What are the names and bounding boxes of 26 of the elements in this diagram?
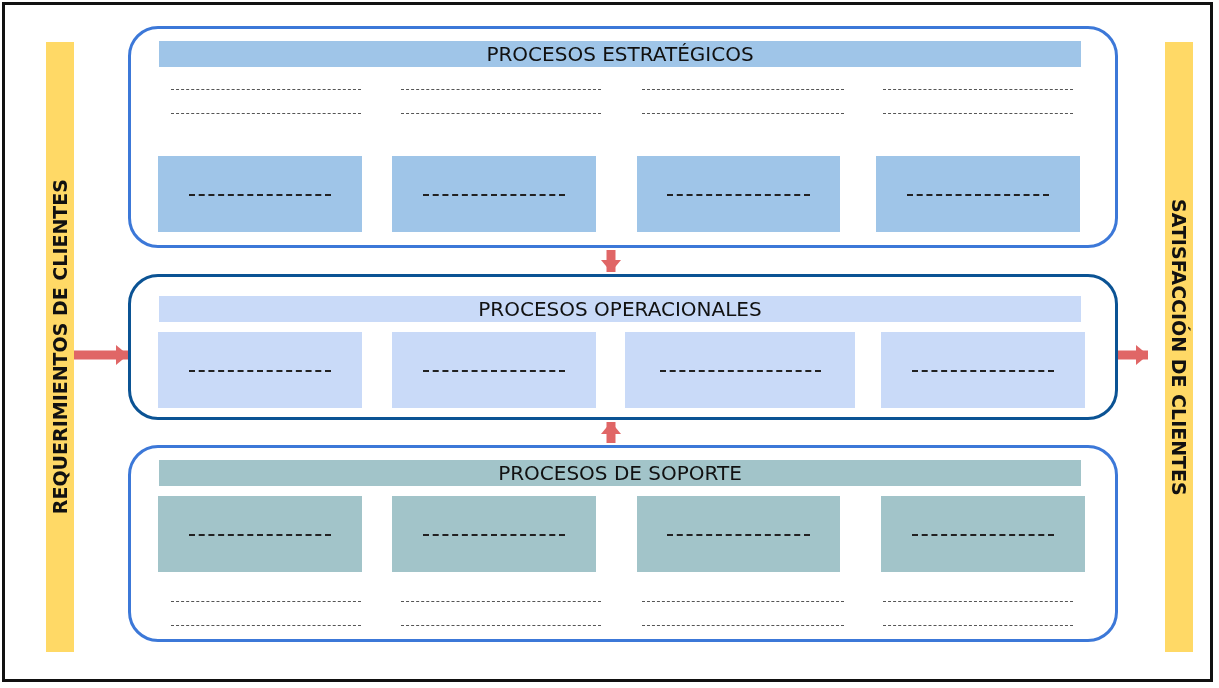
process-box [392, 496, 596, 572]
group-heading: PROCESOS ESTRATÉGICOS [159, 41, 1081, 67]
group-heading: PROCESOS DE SOPORTE [159, 460, 1081, 486]
bar-label: REQUERIMIENTOS DE CLIENTES [49, 179, 71, 515]
bar-label: SATISFACCIÓN DE CLIENTES [1168, 198, 1190, 496]
process-box [158, 332, 362, 408]
process-box [637, 496, 840, 572]
process-box [392, 332, 596, 408]
process-box [158, 496, 362, 572]
block-arrow [601, 250, 621, 272]
process-box [637, 156, 840, 232]
process-box [881, 332, 1085, 408]
vertical-label-bar [46, 42, 74, 652]
process-box [158, 156, 362, 232]
block-arrow [601, 422, 621, 443]
group-heading: PROCESOS OPERACIONALES [159, 296, 1081, 322]
block-arrow [74, 345, 128, 365]
process-group-panel [128, 274, 1118, 420]
vertical-label-bar [1165, 42, 1193, 652]
process-box [876, 156, 1080, 232]
block-arrow [1118, 345, 1148, 365]
process-box [625, 332, 855, 408]
process-box [392, 156, 596, 232]
process-box [881, 496, 1085, 572]
process-group-panel [128, 26, 1118, 248]
process-group-panel [128, 445, 1118, 642]
